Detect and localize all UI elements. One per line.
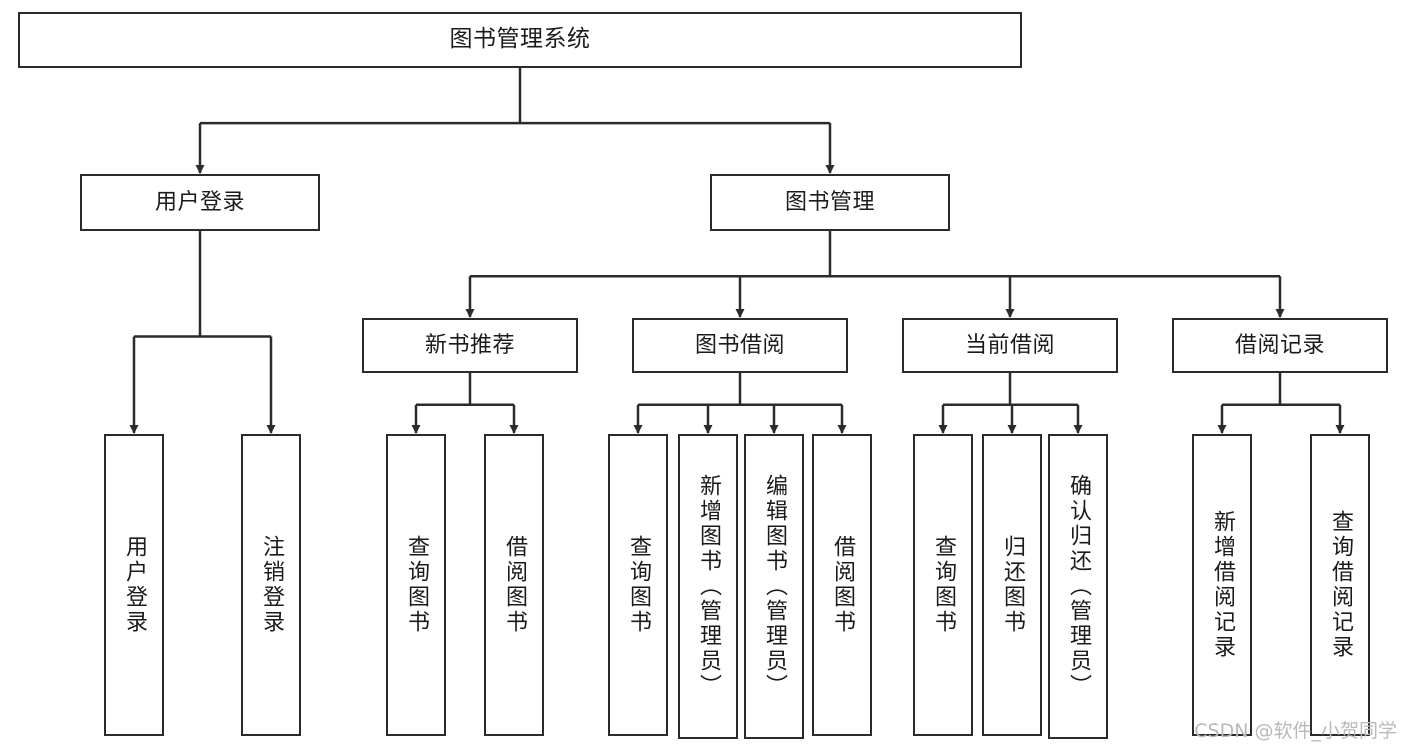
watermark: CSDN @软件_小贺同学 bbox=[1194, 720, 1397, 742]
edges bbox=[129, 68, 1345, 434]
node-leaf-edit-book[interactable]: 编辑图书（管理员） bbox=[744, 434, 804, 739]
node-label: 借阅图书 bbox=[502, 535, 527, 635]
node-leaf-query-1[interactable]: 查询图书 bbox=[386, 434, 446, 736]
node-leaf-query-3[interactable]: 查询图书 bbox=[913, 434, 973, 736]
edge-bus-current-borrow bbox=[943, 373, 1078, 406]
node-label: 新书推荐 bbox=[424, 332, 515, 358]
node-leaf-query-2[interactable]: 查询图书 bbox=[608, 434, 668, 736]
edge-bus-book-borrow bbox=[638, 373, 842, 406]
node-current-borrow[interactable]: 当前借阅 bbox=[902, 318, 1118, 373]
node-leaf-borrow-2[interactable]: 借阅图书 bbox=[812, 434, 872, 736]
edge-bus-root bbox=[200, 68, 830, 125]
edge-bus-user-login bbox=[134, 231, 271, 338]
node-label: 当前借阅 bbox=[964, 332, 1055, 358]
node-label: 用户登录 bbox=[122, 535, 147, 635]
node-label: 查询图书 bbox=[404, 535, 429, 635]
node-label: 新增借阅记录 bbox=[1210, 510, 1235, 660]
edge-bus-borrow-record bbox=[1222, 373, 1340, 406]
node-book-borrow[interactable]: 图书借阅 bbox=[632, 318, 848, 373]
node-label: 确认归还（管理员） bbox=[1066, 474, 1091, 699]
node-leaf-confirm[interactable]: 确认归还（管理员） bbox=[1048, 434, 1108, 739]
node-leaf-user-login[interactable]: 用户登录 bbox=[104, 434, 164, 736]
node-label: 借阅图书 bbox=[830, 535, 855, 635]
node-label: 图书管理系统 bbox=[449, 26, 591, 53]
node-label: 编辑图书（管理员） bbox=[762, 474, 787, 699]
node-leaf-add-book[interactable]: 新增图书（管理员） bbox=[678, 434, 738, 739]
node-leaf-query-rec[interactable]: 查询借阅记录 bbox=[1310, 434, 1370, 736]
node-label: 查询借阅记录 bbox=[1328, 510, 1353, 660]
node-leaf-add-rec[interactable]: 新增借阅记录 bbox=[1192, 434, 1252, 736]
node-leaf-logout[interactable]: 注销登录 bbox=[241, 434, 301, 736]
edge-bus-new-book-rec bbox=[416, 373, 514, 406]
node-label: 查询图书 bbox=[626, 535, 651, 635]
node-borrow-record[interactable]: 借阅记录 bbox=[1172, 318, 1388, 373]
node-root[interactable]: 图书管理系统 bbox=[18, 12, 1022, 68]
edge-bus-book-manage bbox=[470, 231, 1280, 278]
node-label: 查询图书 bbox=[931, 535, 956, 635]
node-label: 图书管理 bbox=[784, 189, 875, 215]
node-label: 归还图书 bbox=[1000, 535, 1025, 635]
node-user-login[interactable]: 用户登录 bbox=[80, 174, 320, 231]
node-label: 图书借阅 bbox=[694, 332, 785, 358]
node-label: 借阅记录 bbox=[1234, 332, 1325, 358]
node-leaf-return[interactable]: 归还图书 bbox=[982, 434, 1042, 736]
node-leaf-borrow-1[interactable]: 借阅图书 bbox=[484, 434, 544, 736]
node-book-manage[interactable]: 图书管理 bbox=[710, 174, 950, 231]
node-label: 新增图书（管理员） bbox=[696, 474, 721, 699]
node-label: 注销登录 bbox=[259, 535, 284, 635]
node-label: 用户登录 bbox=[154, 189, 245, 215]
node-new-book-rec[interactable]: 新书推荐 bbox=[362, 318, 578, 373]
